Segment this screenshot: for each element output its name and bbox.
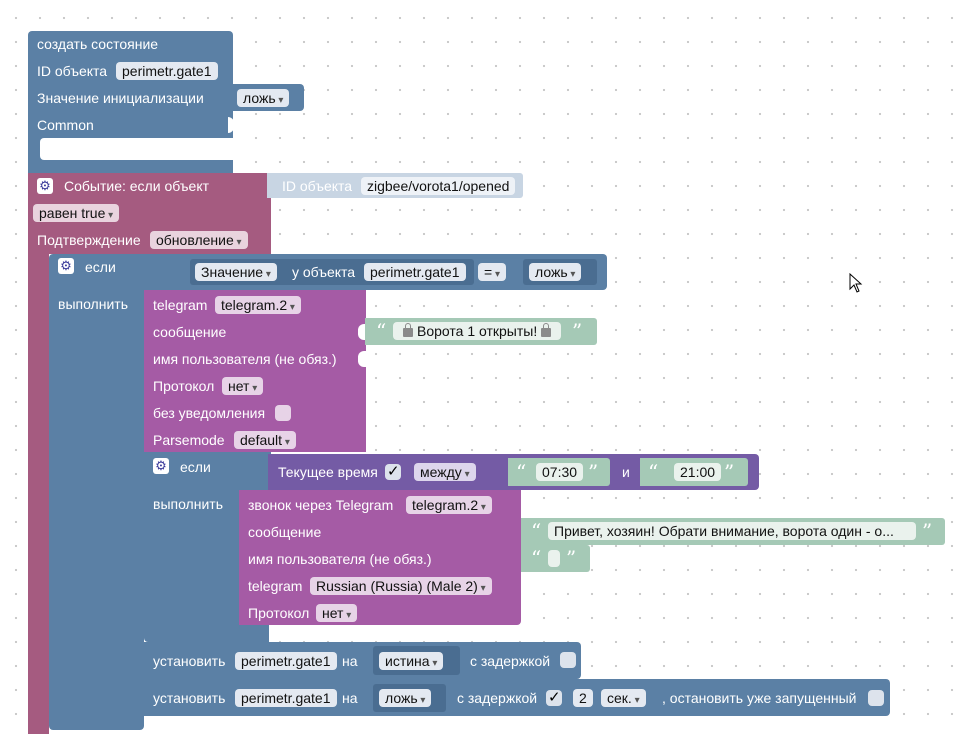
if2-settings-gear-icon[interactable]: ⚙	[153, 458, 169, 474]
common-statement-slot[interactable]	[40, 138, 233, 160]
call-protocol-dropdown[interactable]: нет	[316, 604, 358, 622]
if-label: если	[85, 259, 116, 275]
if-block-2[interactable]	[144, 452, 239, 642]
object-id-field[interactable]: perimetr.gate1	[116, 62, 218, 80]
close-quote-icon: ”	[566, 546, 577, 570]
time-from-field[interactable]: 07:30	[536, 463, 584, 481]
do-label: выполнить	[58, 296, 128, 312]
username-input-notch	[358, 351, 366, 367]
between-dropdown[interactable]: между	[414, 463, 476, 481]
open-quote-icon: “	[531, 546, 542, 570]
lock-icon	[541, 323, 552, 337]
call-message-text-field[interactable]: Привет, хозяин! Обрати внимание, ворота …	[548, 522, 916, 540]
parsemode-label: Parsemode	[153, 432, 225, 448]
set2-delay-label: с задержкой	[457, 690, 538, 706]
event-condition-dropdown[interactable]: равен true	[33, 204, 120, 222]
set2-label: установить	[153, 690, 226, 706]
if-block-2-footer	[239, 625, 269, 642]
if-block-1-header	[144, 254, 171, 290]
if-block-2-header	[239, 452, 271, 490]
confirm-label: Подтверждение	[37, 232, 141, 248]
open-quote-icon: “	[531, 519, 542, 543]
voice-dropdown[interactable]: Russian (Russia) (Male 2)	[310, 577, 492, 595]
set2-value-dropdown[interactable]: ложь	[379, 689, 432, 707]
telegram-label: telegram	[153, 297, 208, 313]
call-username-field[interactable]	[548, 550, 560, 567]
protocol-label: Протокол	[153, 378, 215, 394]
close-quote-icon: ”	[922, 519, 933, 543]
open-quote-icon: “	[648, 460, 659, 484]
set-state-block-1[interactable]	[144, 642, 581, 679]
value-dropdown[interactable]: Значение	[195, 263, 277, 281]
init-value-label: Значение инициализации	[37, 90, 204, 106]
if-block-1[interactable]	[49, 254, 144, 730]
set1-delay-checkbox[interactable]	[560, 652, 576, 668]
create-state-block-bottom	[28, 160, 233, 173]
message-input-notch	[358, 324, 366, 340]
of-object-label: у объекта	[292, 264, 356, 280]
event-block-spine	[28, 254, 49, 734]
call-label: звонок через Telegram	[248, 497, 394, 513]
create-state-title: создать состояние	[37, 36, 159, 52]
call-telegram-label: telegram	[248, 578, 303, 594]
set1-object-field[interactable]: perimetr.gate1	[235, 652, 337, 670]
stop-running-checkbox[interactable]	[868, 690, 884, 706]
settings-gear-icon[interactable]: ⚙	[37, 178, 53, 194]
call-instance-dropdown[interactable]: telegram.2	[406, 496, 492, 514]
if2-label: если	[180, 459, 211, 475]
event-object-id-field[interactable]: zigbee/vorota1/opened	[361, 177, 516, 195]
do2-label: выполнить	[153, 496, 223, 512]
silent-checkbox[interactable]	[275, 405, 291, 421]
call-protocol-label: Протокол	[248, 605, 310, 621]
mouse-cursor-icon	[849, 273, 863, 293]
set1-label: установить	[153, 653, 226, 669]
if-settings-gear-icon[interactable]: ⚙	[58, 258, 74, 274]
init-value-dropdown[interactable]: ложь	[237, 89, 290, 107]
username-label: имя пользователя (не обяз.)	[153, 351, 337, 367]
telegram-block[interactable]	[144, 290, 366, 452]
current-time-label: Текущее время	[278, 464, 378, 480]
message-text: Ворота 1 открыты!	[417, 323, 538, 339]
lock-icon	[403, 323, 413, 337]
set1-to-label: на	[342, 653, 358, 669]
set1-value-dropdown[interactable]: истина	[379, 652, 444, 670]
current-time-checkbox[interactable]	[385, 462, 401, 480]
set2-delay-checkbox[interactable]	[546, 688, 562, 706]
confirm-dropdown[interactable]: обновление	[150, 231, 248, 249]
message-text-field[interactable]: Ворота 1 открыты!	[393, 322, 562, 340]
delay-unit-dropdown[interactable]: сек.	[601, 689, 646, 707]
telegram-instance-dropdown[interactable]: telegram.2	[215, 296, 301, 314]
protocol-dropdown[interactable]: нет	[222, 377, 264, 395]
compare-object-field[interactable]: perimetr.gate1	[364, 263, 466, 281]
call-username-label: имя пользователя (не обяз.)	[248, 551, 432, 567]
open-quote-icon: “	[376, 319, 387, 343]
operator-dropdown[interactable]: =	[478, 263, 506, 281]
compare-value-dropdown[interactable]: ложь	[529, 263, 582, 281]
close-quote-icon: ”	[724, 460, 735, 484]
delay-value-field[interactable]: 2	[573, 689, 593, 707]
event-object-id-label: ID объекта	[282, 178, 353, 194]
event-title: Событие: если объект	[64, 178, 210, 194]
stop-running-label: , остановить уже запущенный	[662, 690, 857, 706]
message-label: сообщение	[153, 324, 227, 340]
time-to-field[interactable]: 21:00	[674, 463, 722, 481]
set2-to-label: на	[342, 690, 358, 706]
close-quote-icon: ”	[588, 460, 599, 484]
open-quote-icon: “	[516, 460, 527, 484]
set1-delay-label: с задержкой	[470, 653, 551, 669]
silent-label: без уведомления	[153, 405, 266, 421]
set2-object-field[interactable]: perimetr.gate1	[235, 689, 337, 707]
and-label: и	[622, 464, 630, 480]
call-message-label: сообщение	[248, 524, 322, 540]
common-input-notch	[228, 117, 234, 133]
parsemode-dropdown[interactable]: default	[234, 431, 296, 449]
common-label: Common	[37, 117, 94, 133]
close-quote-icon: ”	[572, 319, 583, 343]
object-id-label: ID объекта	[37, 63, 108, 79]
